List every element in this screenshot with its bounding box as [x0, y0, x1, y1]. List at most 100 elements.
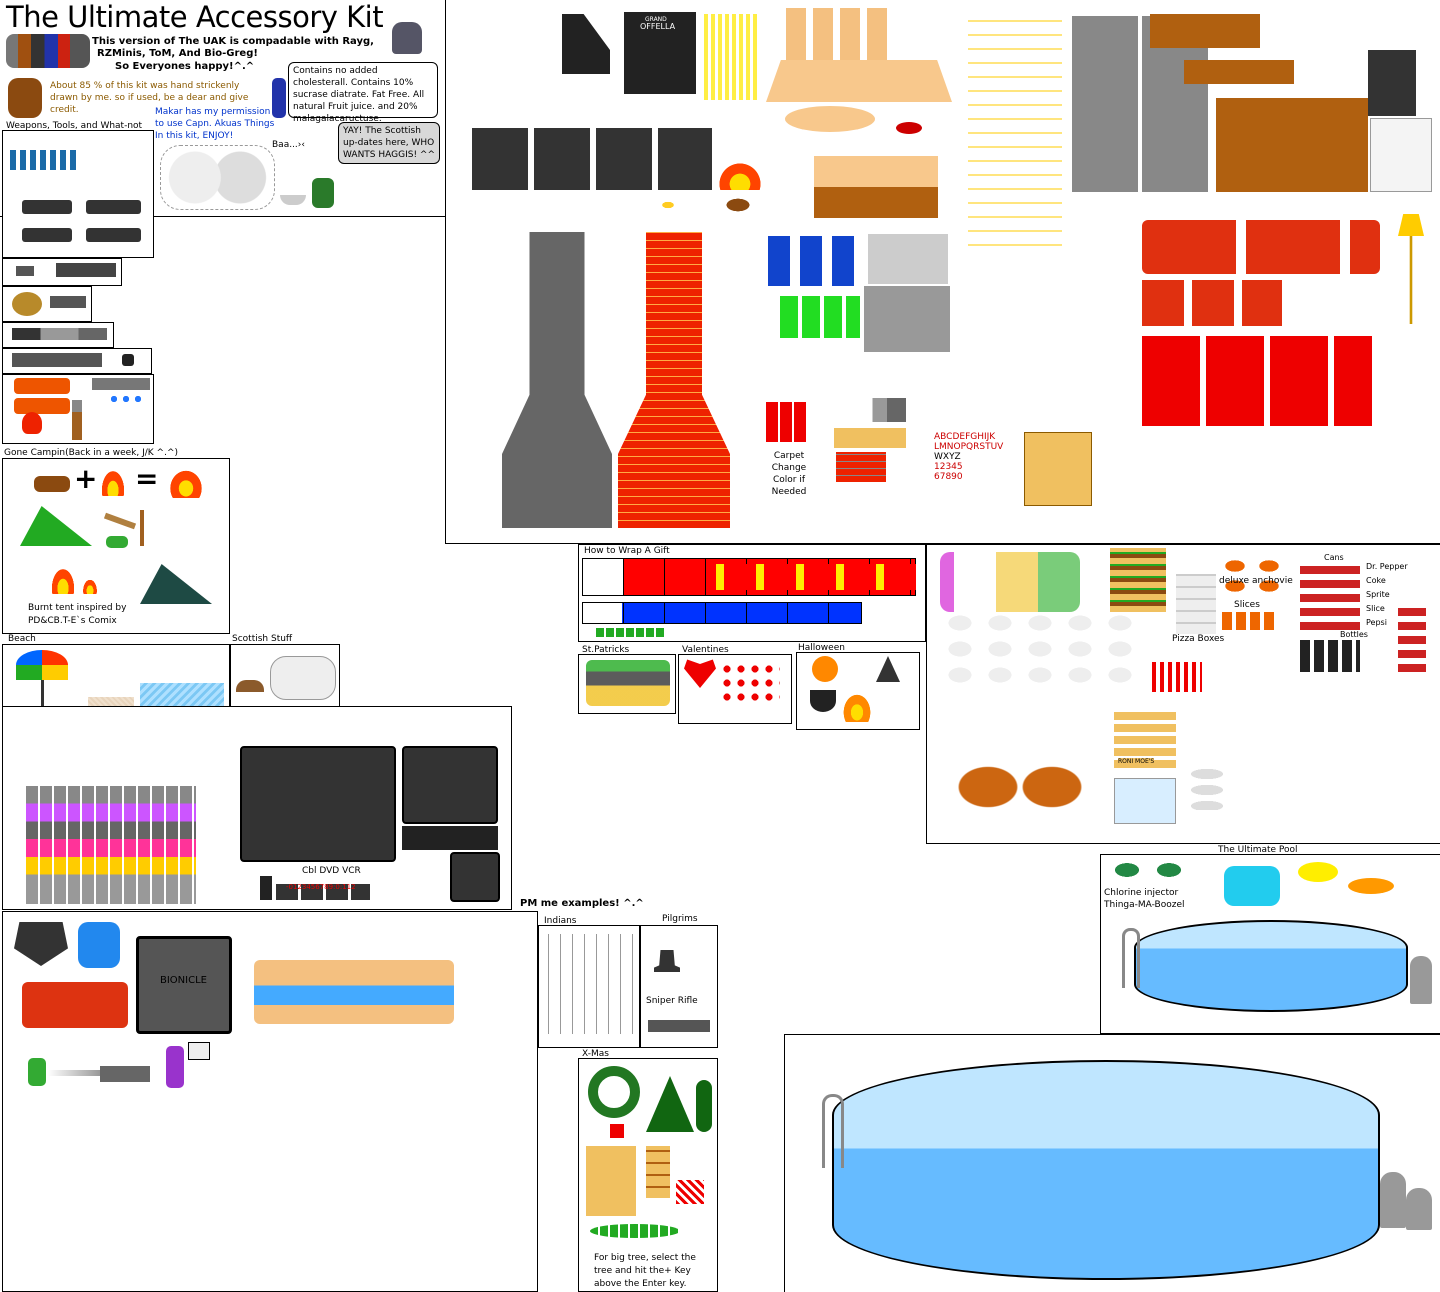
weapons-section-label: Weapons, Tools, and What-not — [6, 121, 143, 131]
st-patricks-items-sprite — [586, 660, 670, 706]
pizzas-sprite — [1218, 556, 1286, 596]
sheep-flock-sprite — [160, 145, 275, 210]
controllers-grid-sprite — [26, 786, 196, 904]
carpet-swatches-sprite — [766, 402, 808, 442]
compat-line-1: This version of The UAK is compadable wi… — [92, 36, 374, 47]
camping-section-label: Gone Campin(Back in a week, J/K ^.^) — [4, 448, 179, 458]
slices-label: Slices — [1234, 600, 1260, 610]
fires-row-sprite — [716, 160, 764, 190]
pistol-sprite — [16, 266, 34, 276]
chainsaw-sprite — [14, 378, 70, 394]
alphabet-row-5: 67890 — [934, 472, 963, 482]
av-boxes-sprite — [276, 884, 370, 900]
small-tree-sprite — [696, 1080, 712, 1132]
beach-section-label: Beach — [8, 634, 36, 644]
haggis-bowl-sprite — [280, 195, 306, 205]
chain-gun-sprite — [12, 353, 102, 367]
wrap-blue-strip — [582, 602, 862, 624]
chlorine-injector-sprite — [1106, 858, 1190, 882]
bionicle-tv-sprite — [136, 936, 232, 1034]
bionicle-tv-label: BIONICLE — [160, 975, 207, 986]
st-patricks-label: St.Patricks — [582, 645, 630, 655]
kitchen-counter-sprite — [1184, 60, 1294, 84]
green-windows-sprite — [780, 296, 860, 338]
big-tv-sprite — [240, 746, 396, 862]
popcorn-sprite — [1152, 662, 1202, 692]
small-tv-sprite — [450, 852, 500, 902]
plus-sign: + — [74, 462, 98, 495]
sheep-sprite — [270, 656, 336, 700]
armchairs-sprite — [1142, 280, 1282, 326]
piano-brand-line2: OFFELLA — [640, 22, 676, 31]
drink-label-dr-pepper: Dr. Pepper — [1366, 562, 1408, 571]
shelf-sprite — [646, 1146, 670, 1198]
page-title: The Ultimate Accessory Kit — [6, 0, 384, 34]
gatling-sprite — [92, 378, 150, 390]
pizza-boxes-sprite — [1176, 574, 1216, 634]
sniper-rifle-sprite — [648, 1020, 710, 1032]
drink-label-coke: Coke — [1366, 576, 1386, 585]
small-pool-ladder — [1122, 928, 1140, 988]
drink-names: Dr. Pepper Coke Sprite Slice Pepsi — [1366, 560, 1408, 630]
orb-sprites — [108, 394, 144, 404]
fire-sprite — [100, 468, 126, 496]
turkey-sprites — [940, 710, 1100, 820]
stoves-sprite — [1368, 50, 1416, 116]
carpet-caption: Carpet Change Color if Needed — [771, 451, 807, 497]
blue-figure-sprite — [272, 78, 286, 118]
green-figure-sprite — [28, 1058, 46, 1086]
pool-toy-sprite — [1224, 866, 1280, 906]
bow-arrows-sprite — [548, 934, 638, 1034]
blaster-beam-sprite — [48, 1070, 100, 1076]
gun-weapon-sprite-1 — [22, 200, 72, 214]
medium-tv-sprite — [402, 746, 498, 824]
dining-chairs-sprite — [786, 8, 892, 68]
makar-note: Makar has my permission to use Capn. Aku… — [155, 107, 275, 141]
small-hearts-sprite — [720, 662, 780, 702]
baa-text: Baa...›‹ — [272, 140, 305, 150]
shotgun-sprite — [50, 296, 86, 308]
scottish-man-sprite — [312, 178, 334, 208]
cans-label: Cans — [1324, 553, 1344, 562]
bricks-sprite — [836, 452, 886, 482]
cl-tank-big — [1406, 1188, 1432, 1230]
red-sofas-sprite — [1142, 220, 1380, 274]
haggis-sprite — [236, 680, 264, 692]
dinner-table-sprite — [254, 960, 454, 1024]
blue-robot-sprite — [78, 922, 120, 968]
red-beds-sprite — [1142, 336, 1372, 426]
chlorine-label: Chlorine injector — [1104, 888, 1179, 898]
stick-sprite — [140, 510, 144, 546]
axe-sprite — [72, 400, 82, 440]
upright-piano-sprite — [624, 12, 696, 94]
equals-sign: = — [135, 462, 159, 495]
bow-sprite — [610, 1124, 624, 1138]
burgers-sprite — [1110, 548, 1166, 612]
cholesterol-bubble: Contains no added cholesterall. Contains… — [288, 62, 438, 124]
shuriken-sprite — [12, 292, 42, 316]
compat-line-2: RZMinis, ToM, And Bio-Greg! — [97, 48, 258, 59]
box-sprite — [1024, 432, 1092, 506]
wood-cabinets-sprite — [1216, 98, 1368, 192]
campfire-sprite — [166, 466, 206, 498]
gun-weapon-sprite-3 — [22, 228, 72, 242]
harp-sprite — [704, 14, 758, 100]
compat-line-3: So Everyones happy!^.^ — [115, 61, 255, 72]
food-items-sprite-1 — [940, 552, 1080, 612]
pm-examples-label: PM me examples! ^.^ — [520, 898, 644, 909]
garland-sprite — [590, 1224, 680, 1238]
sign-label: RONI MOE'S — [1118, 758, 1155, 765]
kitchen-stuff-sprite — [968, 8, 1062, 258]
bowls-sprite — [1182, 766, 1232, 810]
bird-sprite — [22, 412, 42, 434]
tv-stand-sprite — [402, 826, 498, 850]
bunk-bed-sprite — [814, 156, 938, 218]
xmas-note: For big tree, select the tree and hit th… — [594, 1253, 696, 1289]
big-gun-sprite — [100, 1066, 150, 1082]
big-pool-ladder — [822, 1094, 844, 1168]
alphabet-row-4: 12345 — [934, 462, 963, 472]
tiles-sprite — [858, 398, 906, 422]
bottles-label: Bottles — [1340, 630, 1368, 639]
pizza-anchovie-label: anchovie — [1252, 576, 1293, 586]
wrap-yellow-ribbon — [716, 564, 916, 590]
